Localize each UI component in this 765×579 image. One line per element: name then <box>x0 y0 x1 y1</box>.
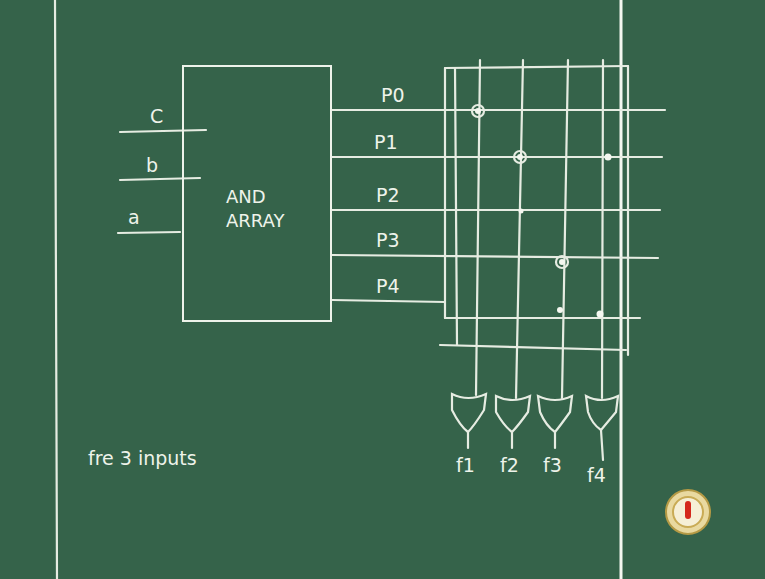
input-name: b <box>146 155 158 176</box>
input-wire <box>120 178 200 180</box>
product-wire <box>332 300 445 302</box>
output-wire <box>554 432 556 448</box>
board-line <box>55 0 57 579</box>
note: fre 3 inputs <box>88 448 197 469</box>
grid-line <box>444 68 446 318</box>
output-name: f3 <box>543 455 562 476</box>
output-name: f4 <box>587 465 606 486</box>
output-wire <box>467 432 469 448</box>
product-term: P4 <box>376 276 400 297</box>
product-term: P3 <box>376 230 400 251</box>
input-name: a <box>128 207 140 228</box>
connection-ring <box>472 105 484 117</box>
or-input-wire <box>476 60 480 395</box>
or-input-wire <box>562 60 568 398</box>
grid-line <box>445 66 628 68</box>
or-gate <box>586 396 618 430</box>
product-wire <box>332 156 662 158</box>
connection-dot <box>557 307 563 313</box>
input-name: C <box>150 106 163 127</box>
record-icon <box>673 497 703 527</box>
output-wire <box>511 432 513 448</box>
connection-dot <box>597 311 604 318</box>
or-gate <box>452 394 486 432</box>
product-term: P1 <box>374 132 398 153</box>
grid-line <box>455 68 457 345</box>
array-box: AND ARRAY <box>182 65 332 322</box>
or-input-wire <box>602 60 603 398</box>
record-icon <box>666 490 710 534</box>
connection-dot <box>519 209 524 214</box>
record-icon <box>685 501 691 519</box>
product-term: P2 <box>376 185 400 206</box>
record-icon <box>666 490 710 534</box>
connection-dot <box>605 154 612 161</box>
output-name: f2 <box>500 455 519 476</box>
connection-ring <box>514 151 526 163</box>
or-gate <box>496 396 530 432</box>
grid-line <box>627 66 629 355</box>
box-label: AND ARRAY <box>226 185 301 234</box>
board-line <box>620 0 623 579</box>
or-input-wire <box>516 60 523 398</box>
or-gate <box>538 396 572 432</box>
connection-dot <box>517 154 523 160</box>
output-wire <box>601 430 603 460</box>
product-term: P0 <box>381 85 405 106</box>
connection-ring <box>556 256 568 268</box>
product-wire <box>332 209 660 211</box>
product-wire <box>332 109 665 111</box>
input-wire <box>120 130 206 132</box>
connection-dot <box>475 108 481 114</box>
input-wire <box>118 232 180 233</box>
output-name: f1 <box>456 455 475 476</box>
connection-dot <box>559 259 565 265</box>
product-wire <box>332 255 658 258</box>
grid-line <box>445 317 640 319</box>
grid-line <box>440 345 626 350</box>
